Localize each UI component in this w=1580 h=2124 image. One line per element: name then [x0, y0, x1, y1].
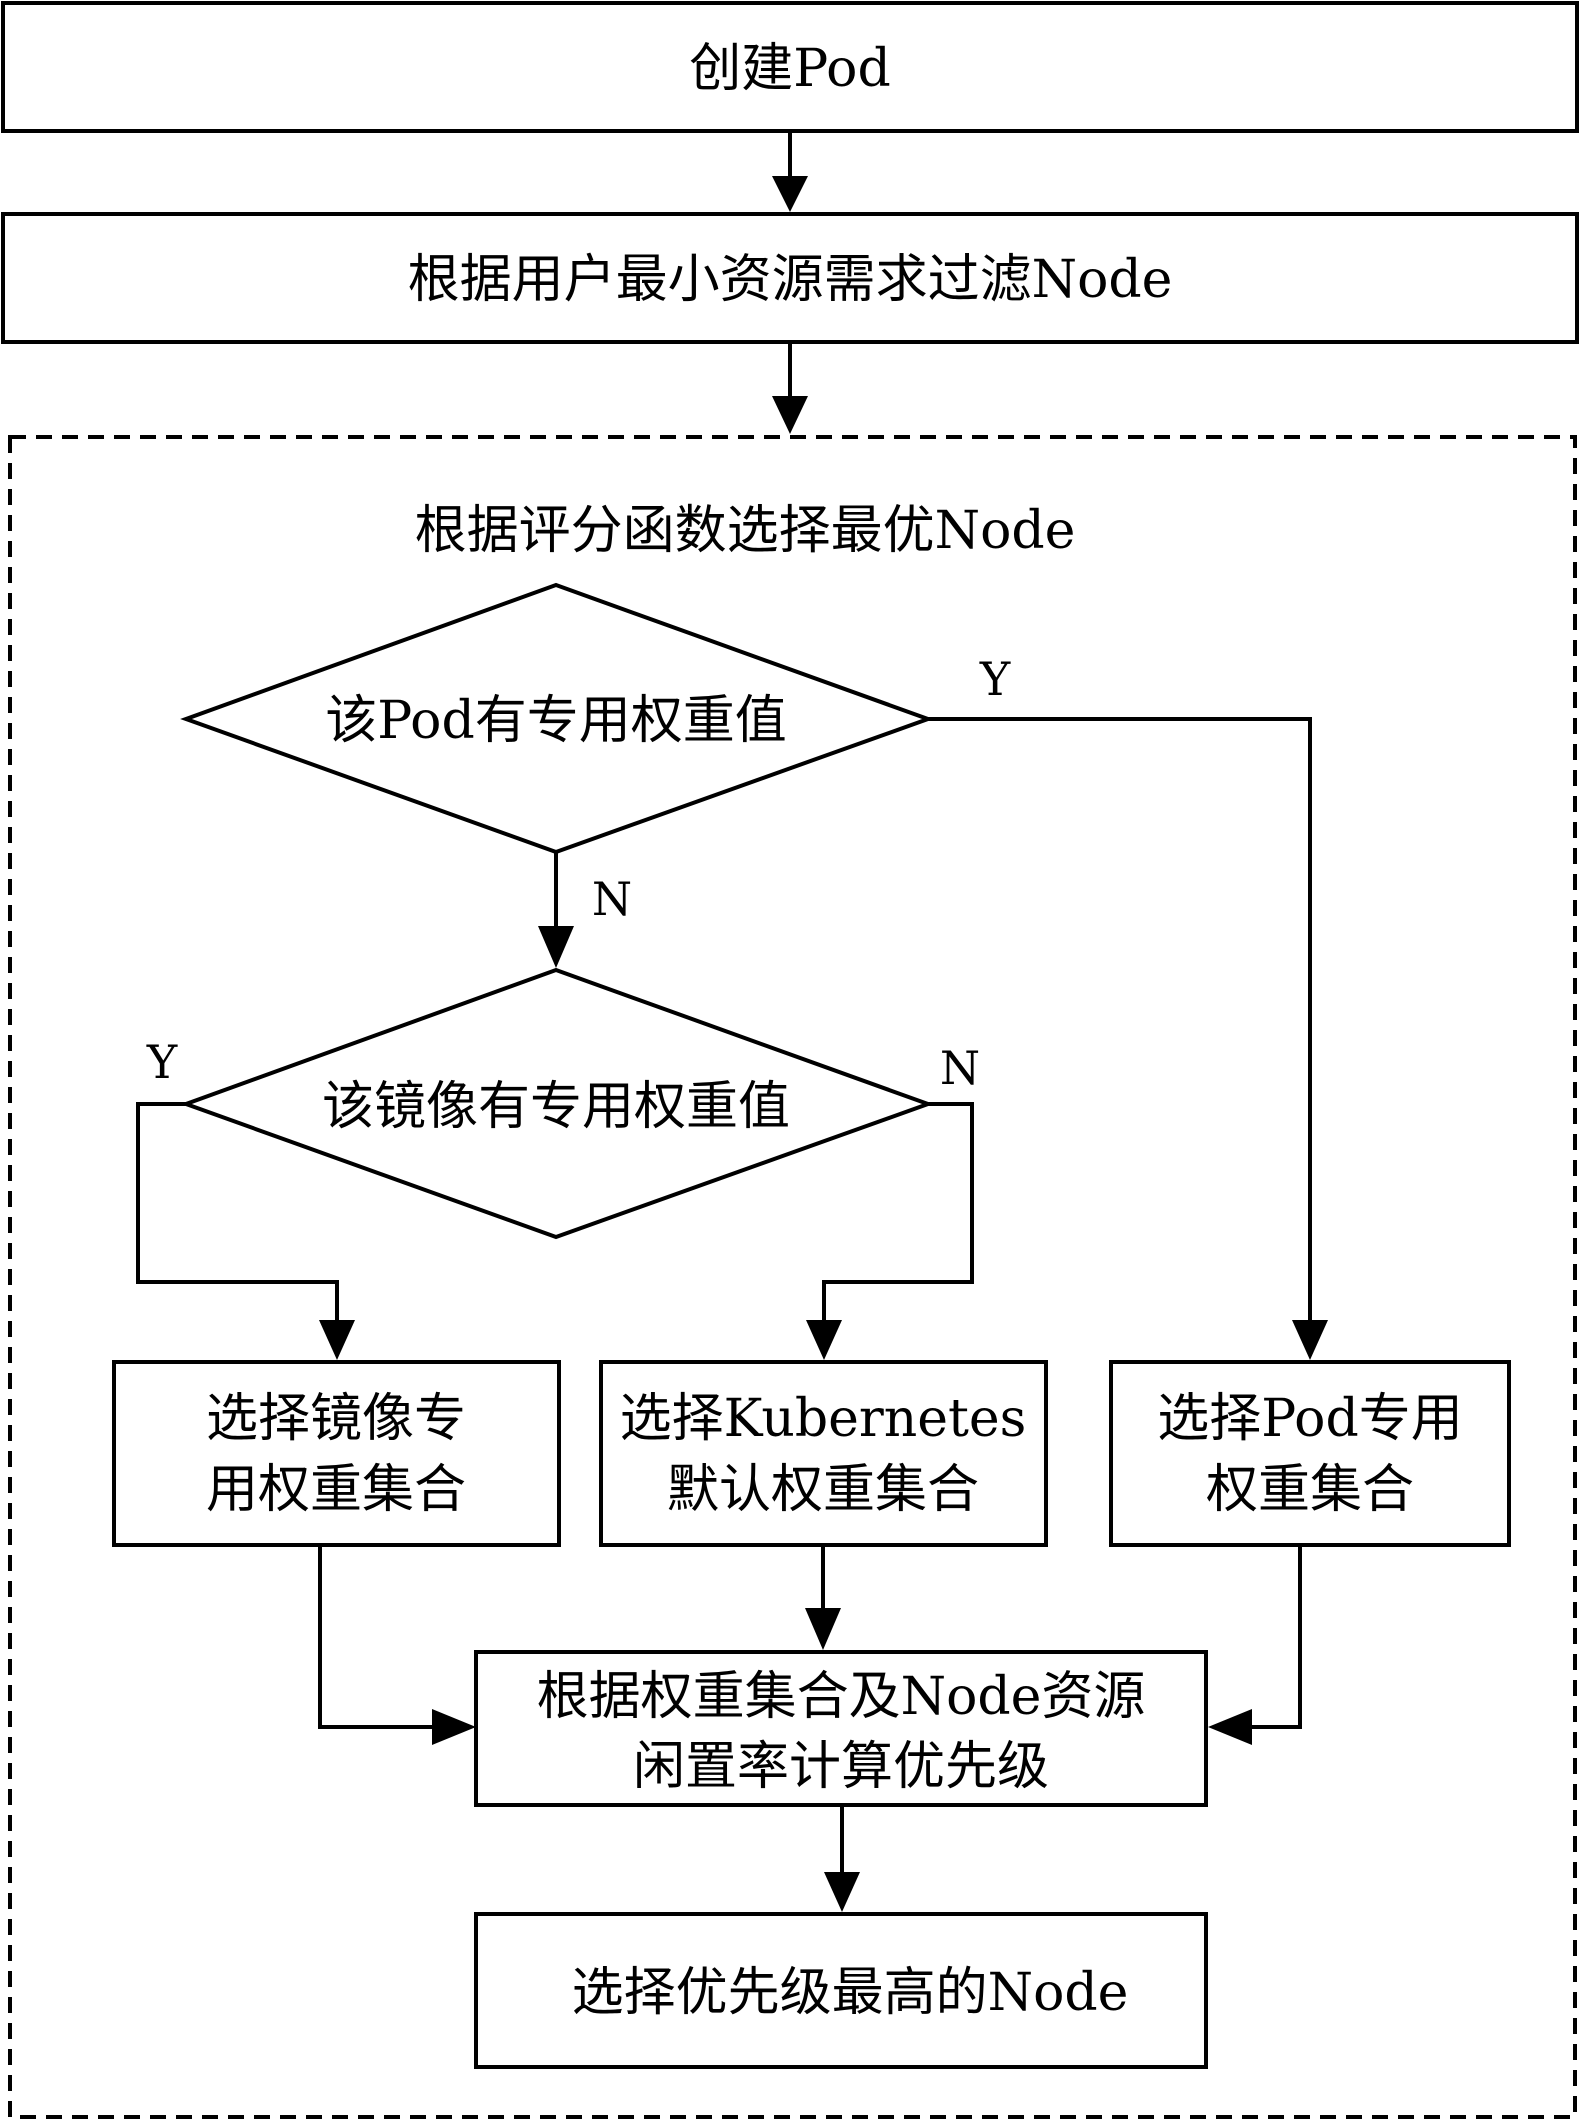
select-image-weights-line-1: 选择镜像专: [206, 1389, 466, 1449]
image-weight-yes-label: Y: [146, 1035, 178, 1089]
compute-priority-box: 根据权重集合及Node资源 闲置率计算优先级: [474, 1650, 1208, 1807]
pod-weight-no-label: N: [592, 872, 632, 926]
branch-pod-weight-yes: Y: [928, 652, 1328, 1360]
arrow-filter-to-scoring: [772, 342, 808, 434]
arrow-image-weights-to-compute: [318, 1545, 476, 1745]
select-pod-weights-box: 选择Pod专用 权重集合: [1109, 1360, 1511, 1547]
arrow-default-weights-to-compute: [805, 1545, 841, 1650]
select-image-weights-line-2: 用权重集合: [206, 1460, 466, 1520]
select-best-node-box: 选择优先级最高的Node: [474, 1912, 1208, 2069]
scoring-group-border: [8, 435, 1577, 2119]
branch-image-weight-yes: Y: [136, 1035, 355, 1360]
scoring-group-title: 根据评分函数选择最优Node: [415, 501, 1076, 561]
select-pod-weights-line-1: 选择Pod专用: [1157, 1389, 1462, 1449]
select-pod-weights-line-2: 权重集合: [1206, 1460, 1414, 1520]
arrow-pod-weights-to-compute: [1208, 1545, 1302, 1745]
compute-priority-line-1: 根据权重集合及Node资源: [537, 1667, 1146, 1727]
branch-image-weight-no: N: [806, 1041, 980, 1360]
select-default-weights-line-2: 默认权重集合: [667, 1460, 979, 1520]
filter-nodes-label: 根据用户最小资源需求过滤Node: [408, 250, 1173, 310]
compute-priority-line-2: 闲置率计算优先级: [633, 1737, 1049, 1797]
select-best-node-label: 选择优先级最高的Node: [572, 1963, 1129, 2023]
select-image-weights-box: 选择镜像专 用权重集合: [112, 1360, 561, 1547]
branch-pod-weight-no: N: [538, 852, 632, 968]
select-default-weights-line-1: 选择Kubernetes: [620, 1389, 1027, 1449]
arrow-create-to-filter: [772, 131, 808, 212]
create-pod-box: 创建Pod: [1, 1, 1579, 133]
decision-pod-weight-label: 该Pod有专用权重值: [325, 691, 786, 751]
decision-image-weight-label: 该镜像有专用权重值: [322, 1077, 790, 1137]
decision-image-weight: 该镜像有专用权重值: [180, 967, 934, 1240]
arrow-compute-to-select-best: [824, 1805, 860, 1912]
select-default-weights-box: 选择Kubernetes 默认权重集合: [599, 1360, 1048, 1547]
filter-nodes-box: 根据用户最小资源需求过滤Node: [1, 212, 1579, 344]
image-weight-no-label: N: [940, 1041, 980, 1095]
decision-pod-weight: 该Pod有专用权重值: [180, 582, 934, 855]
pod-weight-yes-label: Y: [979, 652, 1011, 706]
create-pod-label: 创建Pod: [689, 39, 890, 99]
